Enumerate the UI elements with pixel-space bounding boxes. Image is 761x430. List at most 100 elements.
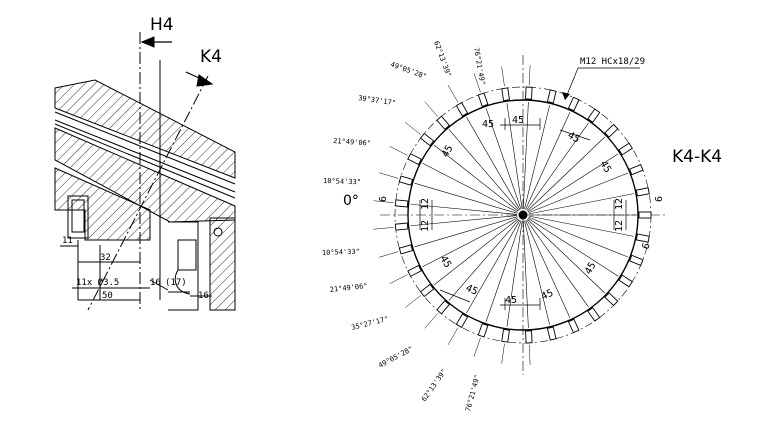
angle-label-10: 76°21'49" <box>464 374 482 413</box>
dim-45-top-right: 45 <box>566 130 582 146</box>
dim-32: 32 <box>100 253 111 263</box>
angle-extension-line <box>473 337 481 357</box>
dim-45-bottom-center: 45 <box>505 295 517 306</box>
center-hub <box>518 210 528 220</box>
bolt-stud <box>394 199 409 208</box>
radial-line <box>528 172 629 214</box>
bolt-stud <box>567 96 580 112</box>
bolt-stud <box>477 323 489 338</box>
radial-line <box>526 219 589 308</box>
radial-line <box>506 103 523 210</box>
bolt-stud <box>587 108 601 123</box>
dim-12-right-b: 12 <box>614 220 625 232</box>
dim-45-upper-left: 45 <box>440 144 456 160</box>
dim-45-upper-right: 45 <box>597 159 613 175</box>
angle-extension-line <box>528 344 531 365</box>
angle-extension-line <box>473 73 481 93</box>
angle-extension-line <box>424 101 439 117</box>
k4-label: K4 <box>200 47 222 67</box>
angle-label-3: 21°49'06" <box>333 137 371 148</box>
dim-11: 11 <box>62 236 73 246</box>
bolt-stud <box>501 328 510 343</box>
dim-17: (17) <box>165 278 187 288</box>
dim-holes: 11x Ø3.5 <box>76 277 119 288</box>
radial-line <box>506 220 523 327</box>
radial-line <box>433 218 519 286</box>
bolt-stud <box>638 211 652 219</box>
angle-extension-line <box>373 200 394 203</box>
angle-extension-line <box>447 84 459 103</box>
angle-label-7: 35°27'17" <box>351 315 390 332</box>
dim-16a: 16 <box>150 278 161 288</box>
bolt-stud <box>635 233 650 243</box>
radial-line <box>527 153 619 213</box>
dim-12-left-a: 12 <box>420 198 431 210</box>
radial-line <box>528 215 635 237</box>
angle-label-12: 62°13'39" <box>432 40 452 78</box>
angle-extension-line <box>501 66 505 87</box>
hatched-wall-lower <box>54 127 236 223</box>
radial-line <box>528 216 629 258</box>
radial-line <box>528 193 635 215</box>
bolt-stud <box>604 292 619 307</box>
bolt-stud <box>436 115 450 130</box>
angle-extension-line <box>404 122 421 135</box>
bolt-stud <box>618 142 633 156</box>
angle-extension-line <box>424 313 439 329</box>
radial-line <box>525 112 571 210</box>
angle-extension-line <box>379 251 399 258</box>
angle-extension-line <box>501 343 505 364</box>
radial-line <box>433 144 519 212</box>
hatched-body <box>54 167 151 241</box>
bolt-studs <box>394 86 652 344</box>
section-title-k4k4: K4-K4 <box>672 147 722 167</box>
bolt-stud <box>394 222 409 231</box>
bolt-stud <box>398 175 414 186</box>
angle-extension-line <box>528 65 531 86</box>
radial-line <box>485 220 522 322</box>
bolt-stud <box>436 300 450 315</box>
dim-6-right: 6 <box>654 196 665 202</box>
bolt-stud <box>501 87 510 102</box>
angle-extension-line <box>373 227 394 230</box>
radial-line <box>414 216 518 248</box>
angle-extension-line <box>447 327 459 346</box>
angle-extension-line <box>389 146 408 156</box>
dim-16b: 16 <box>198 291 209 301</box>
radial-line <box>485 108 522 210</box>
dim-12-right-a: 12 <box>614 198 625 210</box>
bolt-stud <box>407 264 422 277</box>
radial-line <box>525 220 571 318</box>
bolt-stud <box>567 318 580 334</box>
bolt-stud <box>419 283 435 298</box>
radial-line <box>448 219 520 301</box>
angle-label-11: 76°21'49" <box>472 47 486 86</box>
angle-label-4: 10°54'33" <box>323 177 361 186</box>
radial-lines <box>410 102 636 328</box>
left-section-view <box>54 32 236 312</box>
thread-note: M12 HCx18/29 <box>580 57 645 67</box>
bolt-stud <box>628 164 644 176</box>
radial-line <box>524 105 550 210</box>
bolt-stud <box>407 153 422 166</box>
angle-extension-line <box>389 274 408 284</box>
radial-line <box>527 136 605 212</box>
radial-line <box>527 218 605 294</box>
radial-line <box>414 182 518 214</box>
radial-line <box>524 220 550 325</box>
bolt-stud <box>455 313 469 328</box>
angle-label-1: 49°05'28" <box>389 60 427 80</box>
radial-line <box>522 220 529 328</box>
radial-line <box>422 217 518 268</box>
dim-45-lower-right: 45 <box>583 261 599 277</box>
hatched-wall-upper <box>54 79 236 179</box>
dim-45-lower-left: 45 <box>437 254 453 270</box>
dim-45-top-center: 45 <box>512 115 524 126</box>
bolt-stud <box>546 89 557 104</box>
angle-extension-lines <box>373 65 531 365</box>
bolt-stud <box>587 307 601 322</box>
bolt-stud <box>398 244 414 255</box>
angle-label-6: 21°49'06" <box>329 282 368 294</box>
radial-line <box>466 220 521 314</box>
